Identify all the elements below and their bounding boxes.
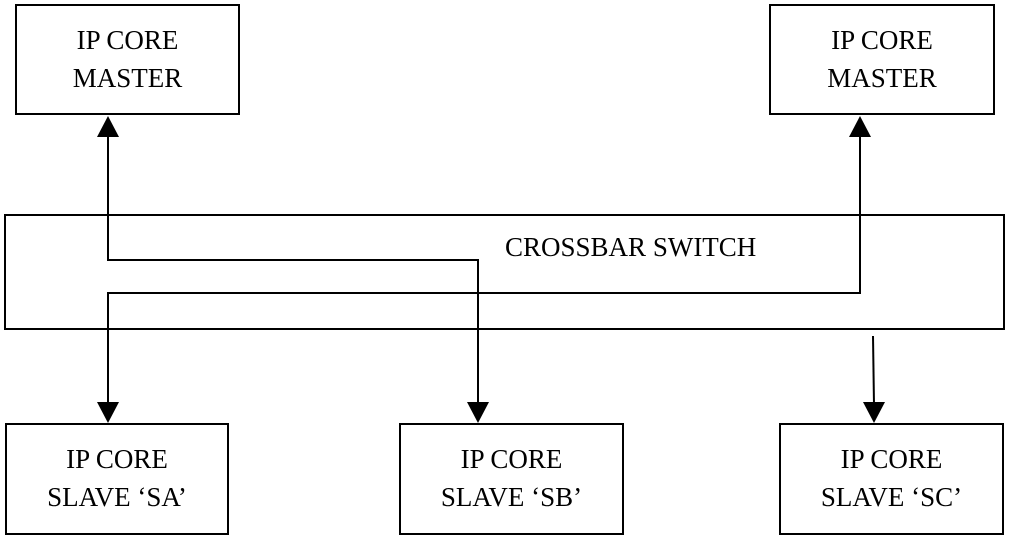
path-crossbar-to-sc bbox=[872, 335, 875, 406]
master-left-line1: IP CORE bbox=[76, 25, 179, 55]
crossbar-switch-label: CROSSBAR SWITCH bbox=[505, 232, 757, 262]
arrowhead-down-slave-sa bbox=[97, 402, 119, 423]
arrowhead-down-slave-sc bbox=[863, 402, 885, 423]
ip-core-master-left: IP CORE MASTER bbox=[15, 4, 240, 115]
ip-core-slave-sa: IP CORE SLAVE ‘SA’ bbox=[5, 423, 229, 535]
slave-sb-line2: SLAVE ‘SB’ bbox=[440, 482, 583, 512]
slave-sa-line1: IP CORE bbox=[66, 444, 168, 474]
slave-sa-line2: SLAVE ‘SA’ bbox=[47, 482, 187, 512]
slave-sc-line2: SLAVE ‘SC’ bbox=[820, 482, 963, 512]
slave-sb-line1: IP CORE bbox=[460, 444, 563, 474]
master-left-line2: MASTER bbox=[72, 63, 183, 93]
slave-sc-line1: IP CORE bbox=[840, 444, 943, 474]
master-right-line1: IP CORE bbox=[831, 25, 933, 55]
master-right-line2: MASTER bbox=[827, 63, 937, 93]
ip-core-master-right: IP CORE MASTER bbox=[769, 4, 995, 115]
ip-core-slave-sc: IP CORE SLAVE ‘SC’ bbox=[779, 423, 1004, 535]
arrowhead-up-left-master bbox=[97, 116, 119, 137]
ip-core-slave-sb: IP CORE SLAVE ‘SB’ bbox=[399, 423, 624, 535]
arrowhead-down-slave-sb bbox=[467, 402, 489, 423]
arrowhead-up-right-master bbox=[849, 116, 871, 137]
